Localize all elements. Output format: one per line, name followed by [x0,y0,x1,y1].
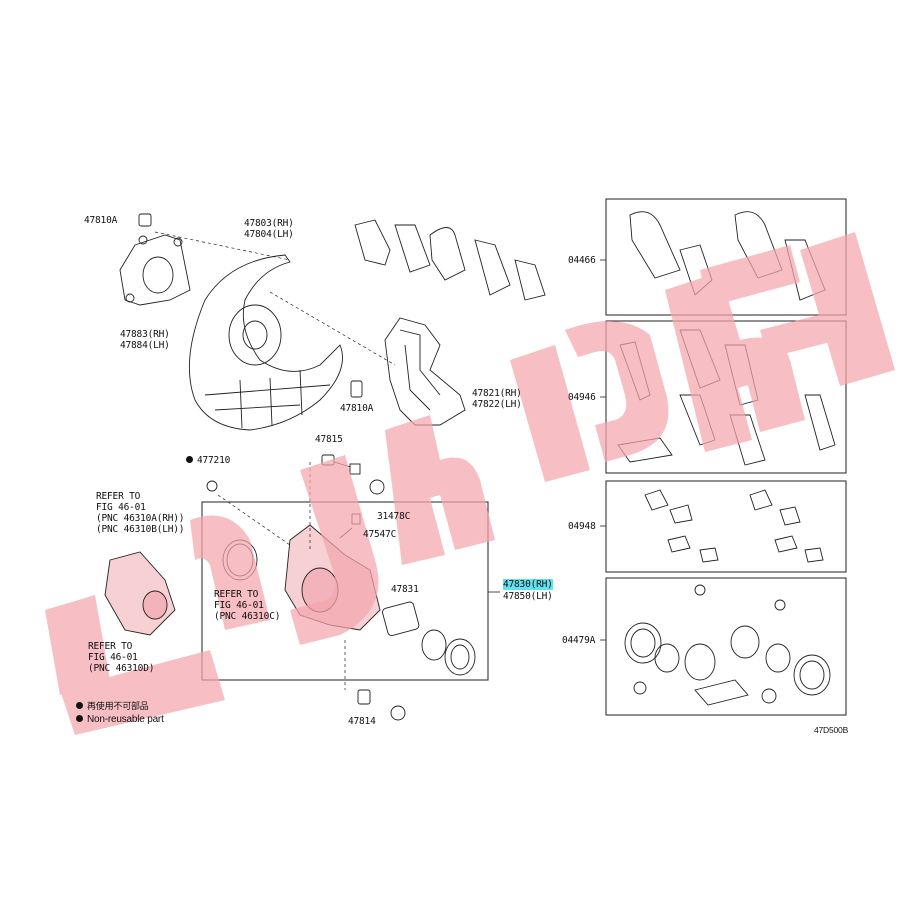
bolts [138,213,406,721]
kit-04946-parts [617,329,836,466]
refer1-line4: (PNC 46310B(LH)) [96,524,185,535]
label-47822[interactable]: 47822(LH) [472,399,522,410]
figure-code: 47D500B [814,725,849,735]
brake-pads [354,219,546,301]
dust-shield [188,254,343,431]
kit-box-04479A [605,577,847,716]
label-kit-04466[interactable]: 04466 [568,255,596,266]
label-47850[interactable]: 47850(LH) [503,591,553,602]
label-47830[interactable]: 47830(RH) [503,579,553,590]
legend-en: Non-reusable part [76,714,164,725]
label-kit-04948[interactable]: 04948 [568,521,596,532]
refer2-line2: FIG 46-01 [214,600,264,611]
legend-cn: 再使用不可部品 [76,701,149,712]
label-47547C[interactable]: 47547C [363,529,397,540]
shield-bracket [119,234,191,306]
label-31478C[interactable]: 31478C [377,511,411,522]
refer1-line2: FIG 46-01 [96,502,146,513]
label-47884[interactable]: 47884(LH) [120,340,170,351]
kit-04479A-parts [624,584,831,706]
label-47810A-mid[interactable]: 47810A [340,403,374,414]
kit-04466-parts [629,211,826,301]
label-47803[interactable]: 47803(RH) [244,218,294,229]
label-477210[interactable]: 477210 [186,455,230,466]
label-47810A-top[interactable]: 47810A [84,215,118,226]
refer3-line2: FIG 46-01 [88,652,138,663]
label-kit-04946[interactable]: 04946 [568,392,596,403]
legend-dot-icon [76,702,83,709]
refer2-line3: (PNC 46310C) [214,611,281,622]
mounting-bracket [384,317,466,426]
non-reusable-dot-icon [186,456,193,463]
label-47821[interactable]: 47821(RH) [472,388,522,399]
refer3-line3: (PNC 46310D) [88,663,155,674]
refer1-line3: (PNC 46310A(RH)) [96,513,185,524]
kit-box-04946 [605,320,847,474]
kit-box-04948 [605,480,847,573]
refer1-line1: REFER TO [96,491,141,502]
kit-boxes [201,198,847,716]
refer3-line1: REFER TO [88,641,133,652]
label-kit-04479A[interactable]: 04479A [562,635,596,646]
label-47815[interactable]: 47815 [315,434,343,445]
label-47831[interactable]: 47831 [391,584,419,595]
refer2-line1: REFER TO [214,589,259,600]
legend-dot-icon [76,715,83,722]
kit-04948-parts [644,489,824,563]
label-47804[interactable]: 47804(LH) [244,229,294,240]
label-47883[interactable]: 47883(RH) [120,329,170,340]
label-47814[interactable]: 47814 [348,716,376,727]
